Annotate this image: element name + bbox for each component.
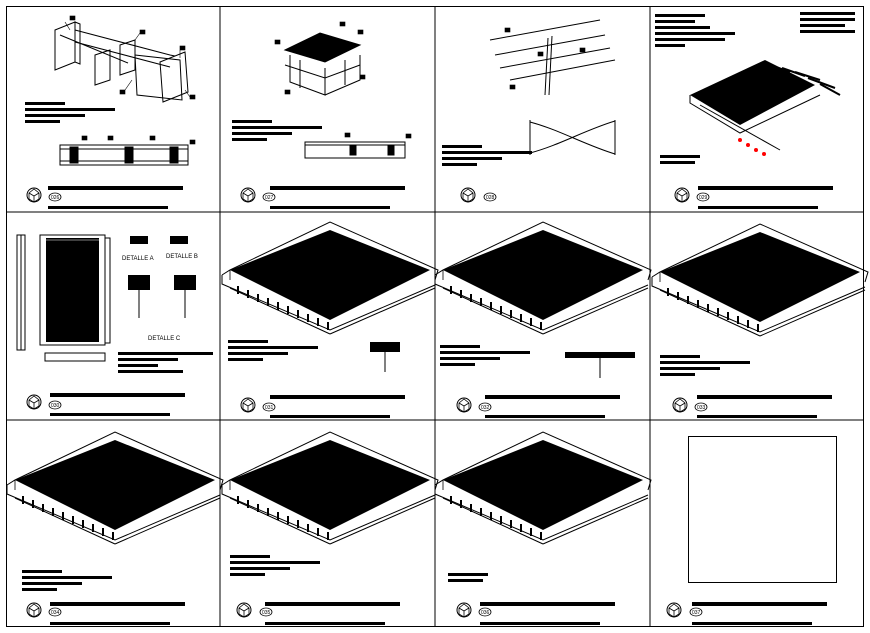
panel-number: 037 — [692, 610, 701, 616]
panel-027: 027 — [232, 21, 412, 209]
panel-029: 029 — [655, 12, 855, 209]
panel-031: 031 — [221, 221, 439, 418]
side-elevation — [16, 234, 26, 351]
panel-number: 030 — [51, 403, 60, 409]
panel-036: 036 — [434, 431, 652, 625]
panel-034: 034 — [6, 431, 224, 625]
empty-viewport — [688, 436, 837, 583]
panel-number: 031 — [265, 405, 274, 411]
steel-frame-drawing — [54, 21, 189, 103]
deck-beams-drawing — [283, 32, 362, 96]
plan-view — [39, 234, 106, 346]
panel-number: 032 — [481, 405, 490, 411]
beam-elevation — [59, 144, 189, 166]
connection-detail — [565, 352, 635, 378]
detail-sections: DETALLE A DETALLE B DETALLE C — [122, 236, 198, 342]
red-markers — [738, 138, 766, 156]
detail-c-label: DETALLE C — [148, 336, 181, 342]
panel-number: 026 — [51, 195, 60, 201]
panel-number: 035 — [262, 610, 271, 616]
joist-deck-drawing — [689, 60, 841, 151]
detail-b-label: DETALLE B — [166, 254, 198, 260]
panel-037: 037 — [666, 436, 837, 625]
bracing-drawing — [489, 19, 616, 96]
cross-brace-elevation — [529, 120, 616, 155]
panel-number: 027 — [265, 195, 274, 201]
callout-leaders — [64, 15, 196, 100]
panel-grid — [6, 6, 864, 627]
connection-detail — [370, 342, 400, 372]
panel-number: 036 — [481, 610, 490, 616]
panel-028: 028 — [442, 19, 616, 203]
panel-033: 033 — [651, 223, 869, 418]
panel-030: DETALLE A DETALLE B DETALLE C 030 — [16, 234, 213, 416]
panel-number: 028 — [486, 195, 495, 201]
panel-026: 026 — [25, 15, 196, 209]
panel-number: 029 — [699, 195, 708, 201]
panel-032: 032 — [434, 221, 652, 418]
panel-035: 035 — [221, 431, 439, 625]
panel-number: 033 — [697, 405, 706, 411]
panel-number: 034 — [51, 610, 60, 616]
beam-section — [304, 141, 406, 159]
detail-a-label: DETALLE A — [122, 256, 154, 262]
